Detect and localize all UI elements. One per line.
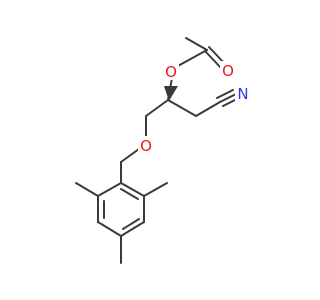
- ester-oxygen-label: O: [165, 63, 177, 81]
- ring-bond-bottom-left: [97, 221, 122, 237]
- ring-bond-bottom-right: [120, 221, 145, 237]
- bond-cyanomethyl-to-nitrile-carbon: [195, 101, 221, 117]
- bond-chiral-to-cyanomethyl: [167, 99, 197, 117]
- carbonyl-oxygen-background: [220, 61, 236, 79]
- nitrile-nitrogen-background: [235, 84, 251, 102]
- carbonyl-oxygen-label: O: [222, 62, 234, 80]
- ring-inner-double-top-right: [120, 188, 139, 200]
- bond-acetyl-methyl: [185, 37, 208, 51]
- bond-right-ortho-methyl: [143, 182, 168, 197]
- bond-left-ortho-methyl: [75, 182, 99, 197]
- bond-nitrile-triple-2: [216, 89, 234, 99]
- bond-acyl-ester-oxygen: [175, 49, 208, 68]
- bond-nitrile-triple-1: [219, 93, 237, 103]
- bond-chiral-to-ch2: [145, 99, 169, 117]
- ring-bond-top-right: [120, 182, 145, 197]
- ether-oxygen-label: O: [140, 137, 152, 155]
- stereo-wedge-bond: [164, 86, 178, 101]
- nitrile-nitrogen-label: N: [237, 85, 248, 103]
- bond-carbonyl-double-1: [204, 50, 223, 70]
- ring-inner-double-bottom: [122, 218, 140, 230]
- ether-oxygen-background: [138, 136, 154, 154]
- ring-bond-top-left: [97, 182, 122, 197]
- ester-oxygen-background: [163, 62, 179, 80]
- bond-ether-oxygen-to-benzyl-ch2: [120, 148, 140, 163]
- molecule-structure: O O O N: [75, 37, 251, 264]
